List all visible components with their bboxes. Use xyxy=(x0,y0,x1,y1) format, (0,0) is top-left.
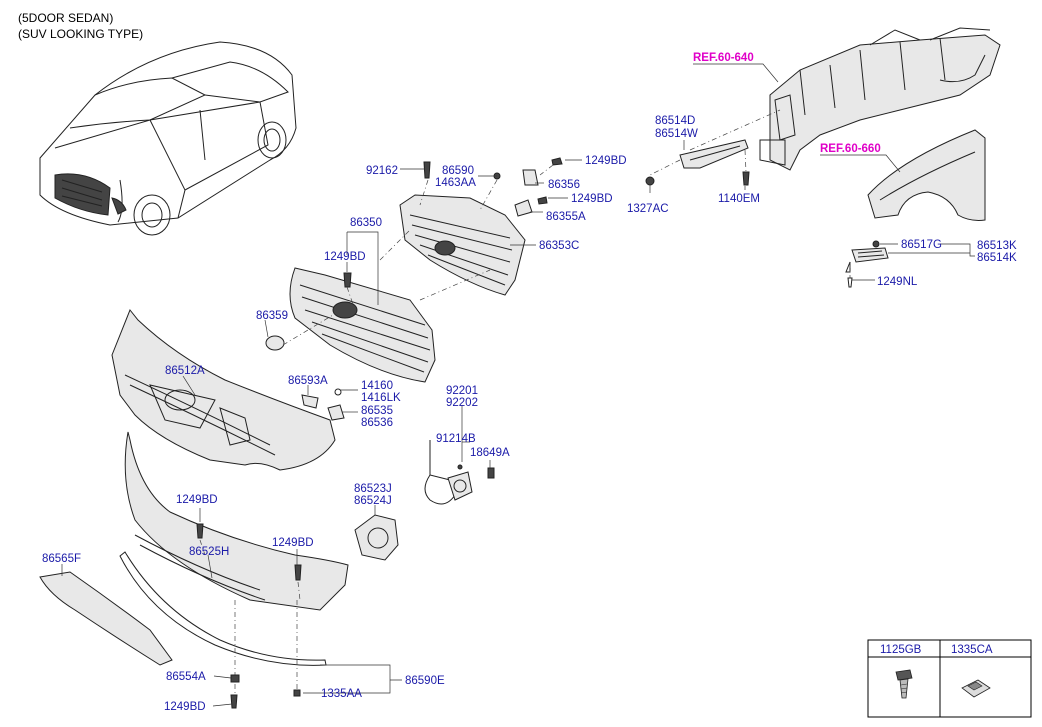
label-18649A[interactable]: 18649A xyxy=(470,447,510,459)
label-86590E[interactable]: 86590E xyxy=(405,675,445,687)
header-line-1: (5DOOR SEDAN) xyxy=(18,11,113,25)
fender-bracket xyxy=(845,240,889,273)
clip-86554A xyxy=(230,674,240,683)
label-86590[interactable]: 86590 xyxy=(442,165,474,177)
label-1249NL[interactable]: 1249NL xyxy=(877,276,918,288)
bulb-14160 xyxy=(334,388,342,396)
label-1249BD-e[interactable]: 1249BD xyxy=(272,537,314,549)
label-1249BD-f[interactable]: 1249BD xyxy=(164,701,206,713)
label-86514W[interactable]: 86514W xyxy=(655,128,698,140)
bracket-86356 xyxy=(522,169,539,186)
leader-lines xyxy=(61,140,975,707)
label-92202[interactable]: 92202 xyxy=(446,397,478,409)
bolt-1140EM xyxy=(742,171,750,186)
bolt-1249BD-d xyxy=(196,523,204,539)
bolt-icon xyxy=(895,669,913,699)
label-86514K[interactable]: 86514K xyxy=(977,252,1017,264)
label-1249BD-c[interactable]: 1249BD xyxy=(324,251,366,263)
label-86525H[interactable]: 86525H xyxy=(189,546,229,558)
fender xyxy=(867,129,986,221)
label-86353C[interactable]: 86353C xyxy=(539,240,579,252)
skid-plate xyxy=(39,571,173,666)
label-86514D[interactable]: 86514D xyxy=(655,115,695,127)
bolt-1249NL xyxy=(847,277,853,288)
label-1249BD-b[interactable]: 1249BD xyxy=(571,193,613,205)
bracket-86355A xyxy=(514,199,533,217)
bolt-1249BD-e xyxy=(294,564,302,581)
legend-1125GB[interactable]: 1125GB xyxy=(880,644,922,656)
clip-nut-icon xyxy=(961,679,991,698)
body-structure xyxy=(759,27,1001,171)
label-86355A[interactable]: 86355A xyxy=(546,211,586,223)
label-1249BD-a[interactable]: 1249BD xyxy=(585,155,627,167)
ref-640-leader xyxy=(693,63,779,83)
label-86523J[interactable]: 86523J xyxy=(354,483,392,495)
clip-1335AA xyxy=(293,689,301,697)
upper-grille xyxy=(399,194,526,296)
label-14160[interactable]: 14160 xyxy=(361,380,393,392)
label-1335AA[interactable]: 1335AA xyxy=(321,688,362,700)
bracket-86514D xyxy=(679,139,749,169)
label-92201[interactable]: 92201 xyxy=(446,385,478,397)
label-86565F[interactable]: 86565F xyxy=(42,553,81,565)
label-86517G[interactable]: 86517G xyxy=(901,239,942,251)
foglamp-harness xyxy=(424,440,495,505)
clip-1327AC xyxy=(645,176,655,186)
bolt-1249BD-b xyxy=(537,196,548,205)
bracket-86535 xyxy=(327,404,345,421)
label-86512A[interactable]: 86512A xyxy=(165,365,205,377)
bolt-92162 xyxy=(423,161,431,179)
label-1463AA[interactable]: 1463AA xyxy=(435,177,476,189)
label-86554A[interactable]: 86554A xyxy=(166,671,206,683)
label-86535[interactable]: 86535 xyxy=(361,405,393,417)
label-86356[interactable]: 86356 xyxy=(548,179,580,191)
bolt-1249BD-a xyxy=(551,157,563,166)
bolt-1249BD-c xyxy=(343,272,352,288)
label-1416LK[interactable]: 1416LK xyxy=(361,392,401,404)
label-1249BD-d[interactable]: 1249BD xyxy=(176,494,218,506)
emblem-86359 xyxy=(265,335,285,351)
ref-660-leader xyxy=(820,154,901,173)
label-86350[interactable]: 86350 xyxy=(350,217,382,229)
label-1140EM[interactable]: 1140EM xyxy=(718,193,760,205)
clip-86593A xyxy=(301,394,319,409)
lower-bumper xyxy=(124,431,349,611)
ref-60-640: REF.60-640 xyxy=(693,52,754,64)
bolt-1249BD-f xyxy=(230,694,238,709)
legend-1335CA[interactable]: 1335CA xyxy=(951,644,993,656)
label-86513K[interactable]: 86513K xyxy=(977,240,1017,252)
header-line-2: (SUV LOOKING TYPE) xyxy=(18,27,143,41)
label-86359[interactable]: 86359 xyxy=(256,310,288,322)
fastener-legend-table: 1125GB 1335CA xyxy=(867,639,1032,718)
label-86593A[interactable]: 86593A xyxy=(288,375,328,387)
label-91214B[interactable]: 91214B xyxy=(436,433,476,445)
label-86524J[interactable]: 86524J xyxy=(354,495,392,507)
ref-60-660: REF.60-660 xyxy=(820,143,881,155)
foglamp-housing xyxy=(354,514,399,561)
label-86536[interactable]: 86536 xyxy=(361,417,393,429)
car-illustration xyxy=(39,41,297,236)
radiator-grille xyxy=(289,267,436,383)
front-bumper-cover xyxy=(111,309,336,471)
label-92162[interactable]: 92162 xyxy=(366,165,398,177)
label-1327AC[interactable]: 1327AC xyxy=(627,203,669,215)
